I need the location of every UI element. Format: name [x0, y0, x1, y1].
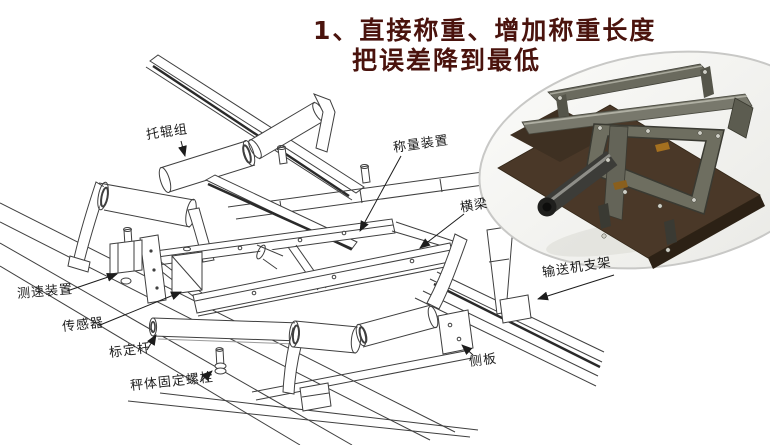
calibration-rod	[148, 317, 301, 345]
idler-set-top	[67, 93, 336, 273]
page-title: 1、直接称重、增加称重长度 把误差降到最低	[313, 16, 656, 75]
inset-photo	[478, 50, 770, 270]
idler-set-bottom	[251, 225, 532, 412]
weighbridge-frame	[139, 145, 456, 317]
leader-lines	[66, 140, 615, 383]
title-line-1: 1、直接称重、增加称重长度	[313, 16, 657, 45]
title-line-2: 把误差降到最低	[352, 45, 542, 75]
sensor-brackets	[109, 227, 284, 295]
fixing-bolt	[214, 347, 227, 375]
label-side-plate: 侧板	[468, 351, 498, 370]
